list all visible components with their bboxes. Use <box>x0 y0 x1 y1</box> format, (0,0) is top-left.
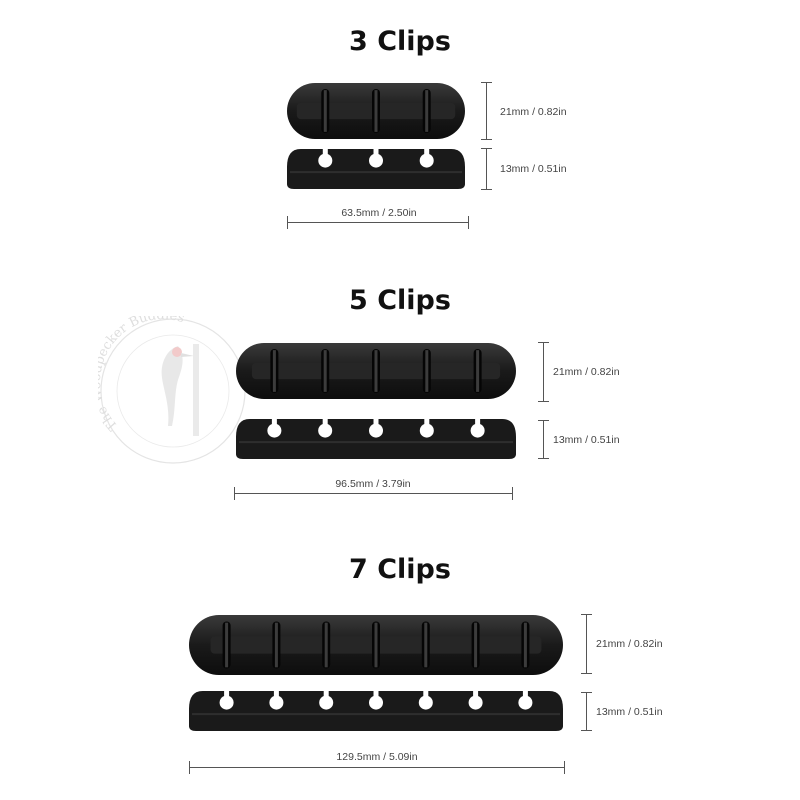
length-dimension-cap <box>287 216 288 229</box>
depth-dimension-line <box>543 420 544 458</box>
height-dimension-line <box>486 82 487 139</box>
cable-hole <box>468 695 483 710</box>
length-dimension-line <box>189 767 565 768</box>
woodpecker-watermark: The Woodpecker Buddies <box>98 316 246 464</box>
height-label: 21mm / 0.82in <box>553 366 620 378</box>
clip-top-view <box>287 83 465 139</box>
length-dimension-cap <box>189 761 190 774</box>
depth-dimension-line <box>486 148 487 189</box>
clip-top-view <box>236 343 516 399</box>
height-dimension-cap <box>581 673 592 674</box>
cable-hole <box>318 153 333 168</box>
depth-dimension-cap <box>538 420 549 421</box>
depth-dimension-cap <box>538 458 549 459</box>
clip-side-view <box>236 418 516 459</box>
cable-hole <box>369 423 383 438</box>
length-dimension-cap <box>468 216 469 229</box>
height-dimension-cap <box>538 342 549 343</box>
cable-hole <box>219 695 234 710</box>
clip-side-view <box>189 690 563 731</box>
woodpecker-logo-icon <box>161 344 199 436</box>
length-dimension-line <box>287 222 469 223</box>
clip-top-view <box>189 615 563 675</box>
cable-hole <box>369 153 383 168</box>
product-title: 7 Clips <box>349 554 451 585</box>
length-dimension-cap <box>564 761 565 774</box>
product-title: 5 Clips <box>349 285 451 316</box>
product-title: 3 Clips <box>349 26 451 57</box>
depth-dimension-cap <box>581 692 592 693</box>
length-label: 129.5mm / 5.09in <box>336 751 418 763</box>
height-label: 21mm / 0.82in <box>500 106 567 118</box>
cable-hole <box>319 695 334 710</box>
depth-label: 13mm / 0.51in <box>500 163 567 175</box>
depth-dimension-cap <box>581 730 592 731</box>
length-dimension-line <box>234 493 513 494</box>
cable-hole <box>318 423 333 438</box>
cable-hole <box>269 695 284 710</box>
cable-hole <box>419 423 434 438</box>
height-dimension-line <box>586 614 587 674</box>
cable-hole <box>418 695 433 710</box>
cable-hole <box>419 153 434 168</box>
cable-hole <box>518 695 533 710</box>
depth-label: 13mm / 0.51in <box>596 706 663 718</box>
clip-side-view <box>287 148 465 189</box>
clip-body <box>236 419 516 459</box>
depth-dimension-cap <box>481 148 492 149</box>
cable-hole <box>369 695 383 710</box>
height-dimension-cap <box>481 82 492 83</box>
height-dimension-cap <box>538 401 549 402</box>
length-dimension-cap <box>512 487 513 500</box>
height-dimension-cap <box>481 139 492 140</box>
cable-hole <box>267 423 282 438</box>
height-dimension-cap <box>581 614 592 615</box>
cable-hole <box>470 423 485 438</box>
height-dimension-line <box>543 342 544 402</box>
length-dimension-cap <box>234 487 235 500</box>
length-label: 96.5mm / 3.79in <box>335 478 411 490</box>
depth-label: 13mm / 0.51in <box>553 434 620 446</box>
length-label: 63.5mm / 2.50in <box>341 207 417 219</box>
height-label: 21mm / 0.82in <box>596 638 663 650</box>
depth-dimension-line <box>586 692 587 730</box>
depth-dimension-cap <box>481 189 492 190</box>
